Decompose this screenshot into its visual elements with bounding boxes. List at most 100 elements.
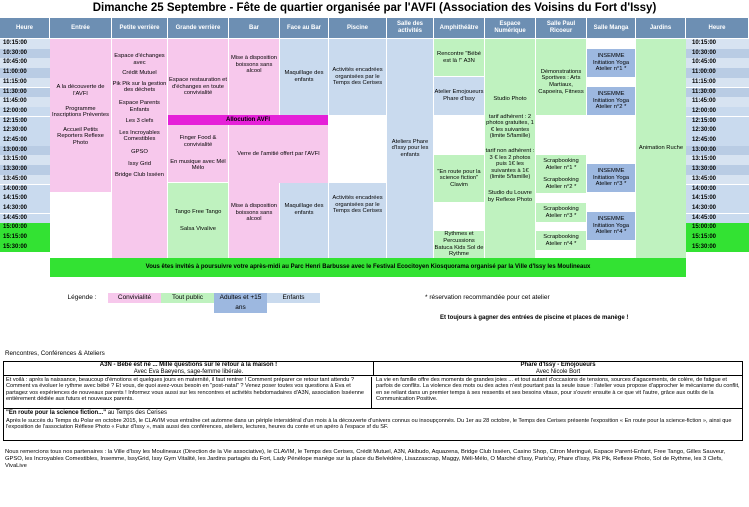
event-petite-8: Issy Grid [128,160,151,167]
time-slot: 11:00:00 [686,68,749,78]
festival-banner: Vous êtes invités à poursuivre votre apr… [50,258,686,277]
event-manga-4: INSEMME Initiation Yoga Atelier n°4 * [592,216,630,236]
event-amphi-4: Rythmes et Percussions Batuca Kids Sol d… [434,231,484,258]
legend-adultes: Adultes et +15 ans [214,293,267,313]
piscine-block-1: Activités encadrées organisées par le Te… [329,39,386,115]
event-petite-5: Les 3 clefs [125,118,154,125]
time-slot: 14:00:00 [0,184,50,194]
ricoeur-block-2: Scrapbooking Atelier n°1 * [536,155,586,174]
column-header: Petite verrière [112,18,168,38]
event-face-1: Maquillage des enfants [284,70,324,83]
time-slot: 14:15:00 [0,194,50,204]
event-allocution: Allocution AVFI [226,116,270,123]
time-slot: 15:15:00 [0,233,50,243]
time-slot: 11:30:00 [0,87,50,97]
face-bar-block-1: Maquillage des enfants [280,39,328,115]
bar-block-3: Mise à disposition boissons sans alcool [229,183,279,258]
event-amphi-2: Atelier Emojoueurs Phare d'Issy [434,89,484,102]
column-header: Heure [0,18,50,38]
phare-body: La vie en famille offre des moments de g… [376,377,740,403]
column-header: Jardins [636,18,686,38]
column-header: Entrée [50,18,112,38]
clavim-box: "En route pour la science fiction..." au… [3,409,743,441]
time-slot: 13:15:00 [686,155,749,165]
event-numerique-4: Studio du Louvre by Reflexe Photo [487,189,533,203]
time-slot: 14:30:00 [0,203,50,214]
event-petite-1: Espace d'échanges avec [114,53,165,66]
ricoeur-block-1: Démonstrations Sportives : Arts Martiaux… [536,39,586,115]
activites-block: Ateliers Phare d'Issy pour les enfants [387,39,433,258]
rencontres-table: A3N - Bébé est né ... Mille questions su… [3,361,743,409]
manga-block-1: INSEMME Initiation Yoga Atelier n°1 * [587,49,635,77]
time-slot: 10:15:00 [0,39,50,49]
time-slot: 12:30:00 [0,126,50,136]
petite-verriere-block: Espace d'échanges avec Crédit Mutuel Pik… [112,39,167,258]
clavim-body: Après le succès du Temps du Polar en oct… [6,418,732,431]
event-petite-2: Crédit Mutuel [122,70,157,77]
time-slot: 13:30:00 [0,165,50,175]
event-amphi-3: "En route pour la science fiction" Clavi… [437,168,481,188]
time-slot: 13:00:00 [0,145,50,156]
jardins-block: Animation Ruche [636,39,686,258]
event-piscine-2: Activités encadrées organisées par le Te… [332,195,383,215]
time-slot: 11:15:00 [0,77,50,88]
event-numerique-3: tarif non adhérent : 3 € les 2 photos pu… [485,147,535,181]
time-slot: 11:00:00 [0,68,50,78]
phare-subtitle: Avec Nicole Bort [535,369,581,375]
bar-block-2: Verre de l'amitié offert par l'AVFI [229,125,328,183]
event-ricoeur-5: Scrapbooking Atelier n°4 * [543,233,579,247]
column-header: Salle Paul Ricoeur [536,18,587,38]
phare-title: Phare d'Issy - Emojoueurs [520,362,596,368]
time-slot: 12:00:00 [686,106,749,117]
event-jardins-1: Animation Ruche [638,145,684,152]
event-amphi-1: Rencontre "Bébé est là !" A3N [437,50,481,64]
time-slot: 13:45:00 [0,174,50,185]
time-slot: 15:00:00 [686,223,749,233]
time-slot: 14:30:00 [686,203,749,214]
time-slot: 13:15:00 [0,155,50,165]
time-slot: 10:45:00 [0,58,50,68]
event-entree-2: Programme Inscriptions Préventes [51,105,110,119]
a3n-body: Et voilà : après la naissance, beaucoup … [6,377,372,409]
event-manga-1: INSEMME Initiation Yoga Atelier n°1 * [592,53,630,73]
grande-verriere-block-1: Espace restauration et d'échanges en tou… [168,39,228,115]
event-petite-6: Les Incroyables Comestibles [119,129,160,143]
time-slot: 15:15:00 [686,233,749,243]
column-header: Piscine [329,18,387,38]
ricoeur-block-4: Scrapbooking Atelier n°3 * [536,203,586,222]
event-numerique-2: tarif adhérent : 2 photos gratuites, 1 €… [486,113,534,140]
time-slot: 12:45:00 [0,136,50,146]
legend-convivialite: Convivialité [108,293,161,303]
event-grande-1: Espace restauration et d'échanges en tou… [168,77,227,97]
column-header: Bar [229,18,280,38]
column-header: Salle Manga [587,18,636,38]
time-slot: 14:45:00 [686,213,749,224]
column-header: Heure [686,18,749,38]
time-slot: 15:30:00 [686,242,749,253]
event-grande-5: Salsa Vivalive [180,225,216,232]
a3n-title: A3N - Bébé est né ... Mille questions su… [99,362,278,368]
clavim-title-rest: au Temps des Cerises [106,410,167,416]
column-header: Grande verrière [168,18,229,38]
clavim-title-bold: "En route pour la science fiction..." [6,410,107,416]
event-manga-3: INSEMME Initiation Yoga Atelier n°3 * [592,168,630,188]
column-header: Espace Numérique [485,18,536,38]
amphi-block-1: Rencontre "Bébé est là !" A3N [434,39,484,76]
event-bar-3: Mise à disposition boissons sans alcool [230,203,278,223]
page-title: Dimanche 25 Septembre - Fête de quartier… [92,2,657,14]
event-petite-9: Bridge Club Isséen [115,172,164,179]
event-bar-1: Mise à disposition boissons sans alcool [230,55,278,75]
time-slot: 12:15:00 [0,116,50,127]
time-slot: 13:30:00 [686,165,749,175]
event-bar-2: Verre de l'amitié offert par l'AVFI [237,150,320,157]
grande-verriere-block-2: Finger Food & convivialité En musique av… [168,125,228,182]
manga-block-2: INSEMME Initiation Yoga Atelier n°2 * [587,87,635,115]
time-slot: 11:30:00 [686,87,749,97]
event-face-2: Maquillage des enfants [284,203,324,216]
legend-tout-public: Tout public [161,293,214,303]
ricoeur-block-5: Scrapbooking Atelier n°4 * [536,231,586,250]
amphi-block-3: "En route pour la science fiction" Clavi… [434,155,484,202]
grande-verriere-block-3: Tango Free Tango Salsa Vivalive [168,183,228,258]
event-grande-3: En musique avec Mél Mélo [170,158,226,172]
time-slot: 14:45:00 [0,213,50,224]
